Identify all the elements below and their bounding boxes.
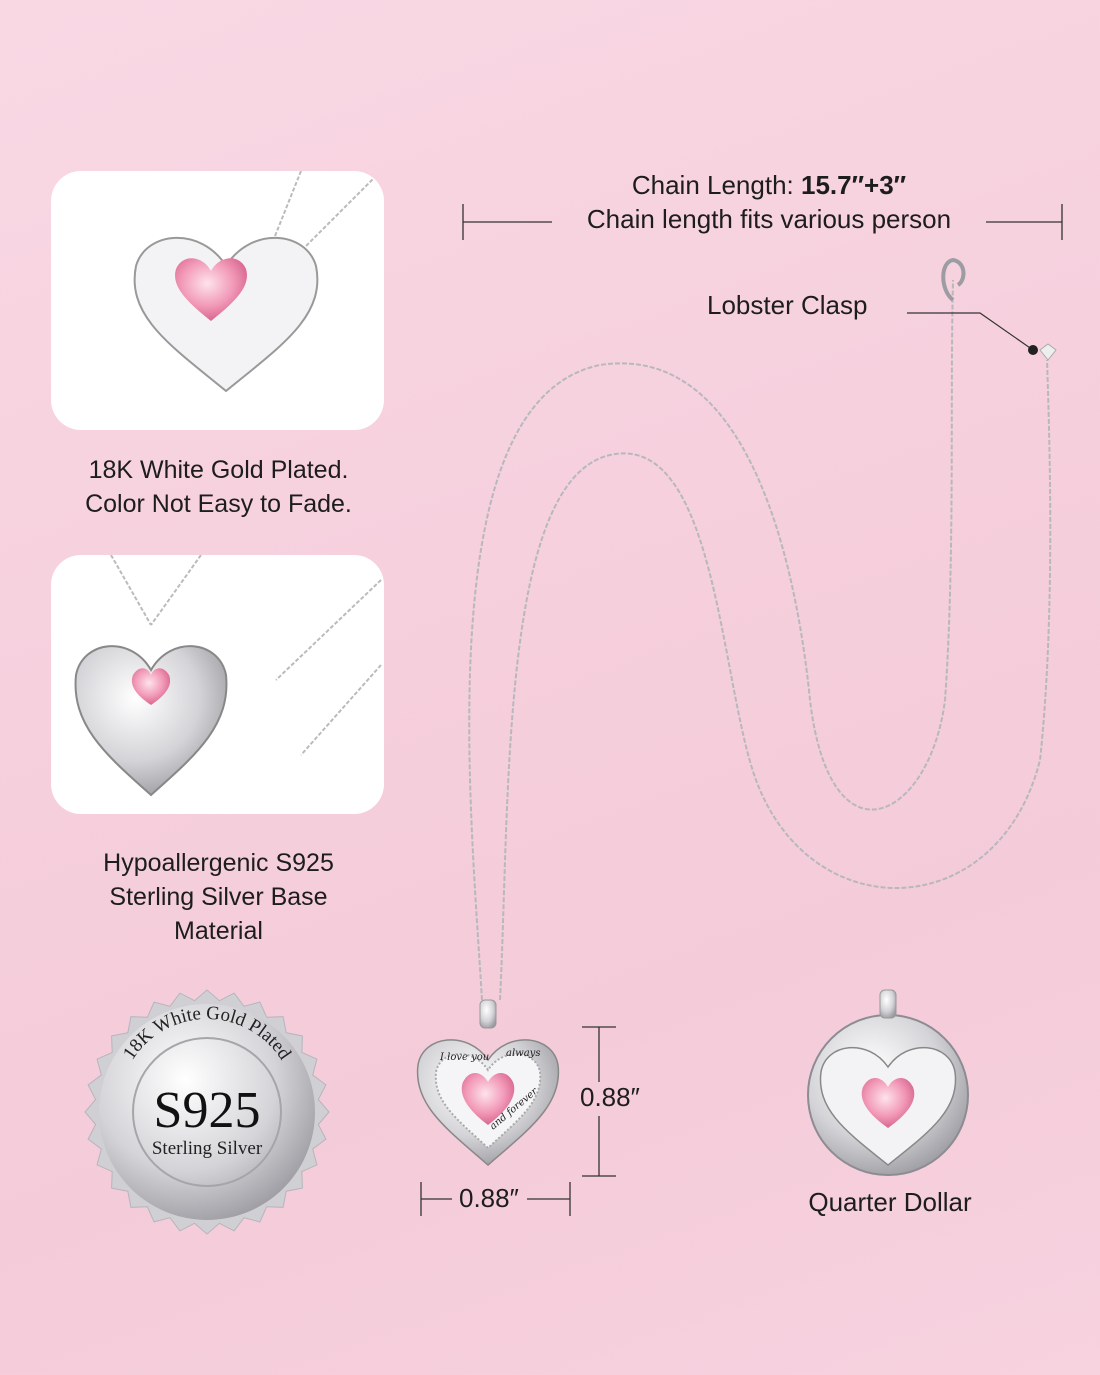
quarter-coin <box>807 989 969 1176</box>
lobster-clasp-label: Lobster Clasp <box>707 290 868 320</box>
caption-line: Material <box>174 917 263 945</box>
feature-image-card-front <box>51 171 384 430</box>
extender-tag-icon <box>1039 343 1057 361</box>
caption-line: Hypoallergenic S925 <box>103 849 334 877</box>
feature-caption-material: Hypoallergenic S925 Sterling Silver Base… <box>40 846 397 948</box>
chain-length-heading: Chain Length: 15.7″+3″ <box>0 170 1100 201</box>
heart-pendant: I love you always and forever <box>416 999 560 1166</box>
s925-seal: 18K White Gold Plated S925 Sterling Silv… <box>84 989 330 1235</box>
chain <box>499 359 1052 1001</box>
feature-image-card-back <box>51 555 384 814</box>
caption-line: Color Not Easy to Fade. <box>85 490 352 518</box>
seal-sub-text: Sterling Silver <box>152 1138 263 1159</box>
chain <box>468 279 954 1001</box>
pendant-height-label: 0.88″ <box>580 1082 640 1112</box>
feature-caption-plating: 18K White Gold Plated. Color Not Easy to… <box>40 453 397 521</box>
chain-length-value: 15.7″+3″ <box>800 170 907 200</box>
pendant-width-label: 0.88″ <box>459 1183 519 1213</box>
pendant-front-image <box>133 171 382 393</box>
chain-fit-text: Chain length fits various person <box>586 204 952 234</box>
caption-line: 18K White Gold Plated. <box>88 456 349 484</box>
caption-line: Sterling Silver Base <box>109 883 328 911</box>
lobster-clasp-icon <box>941 257 966 302</box>
quarter-dollar-label: Quarter Dollar <box>808 1187 972 1217</box>
engraving-text: always <box>506 1048 540 1059</box>
pendant-back-image <box>74 555 382 797</box>
seal-main-text: S925 <box>154 1082 261 1139</box>
engraving-text: I love you <box>439 1052 489 1063</box>
chain-length-label: Chain Length: <box>631 170 794 200</box>
